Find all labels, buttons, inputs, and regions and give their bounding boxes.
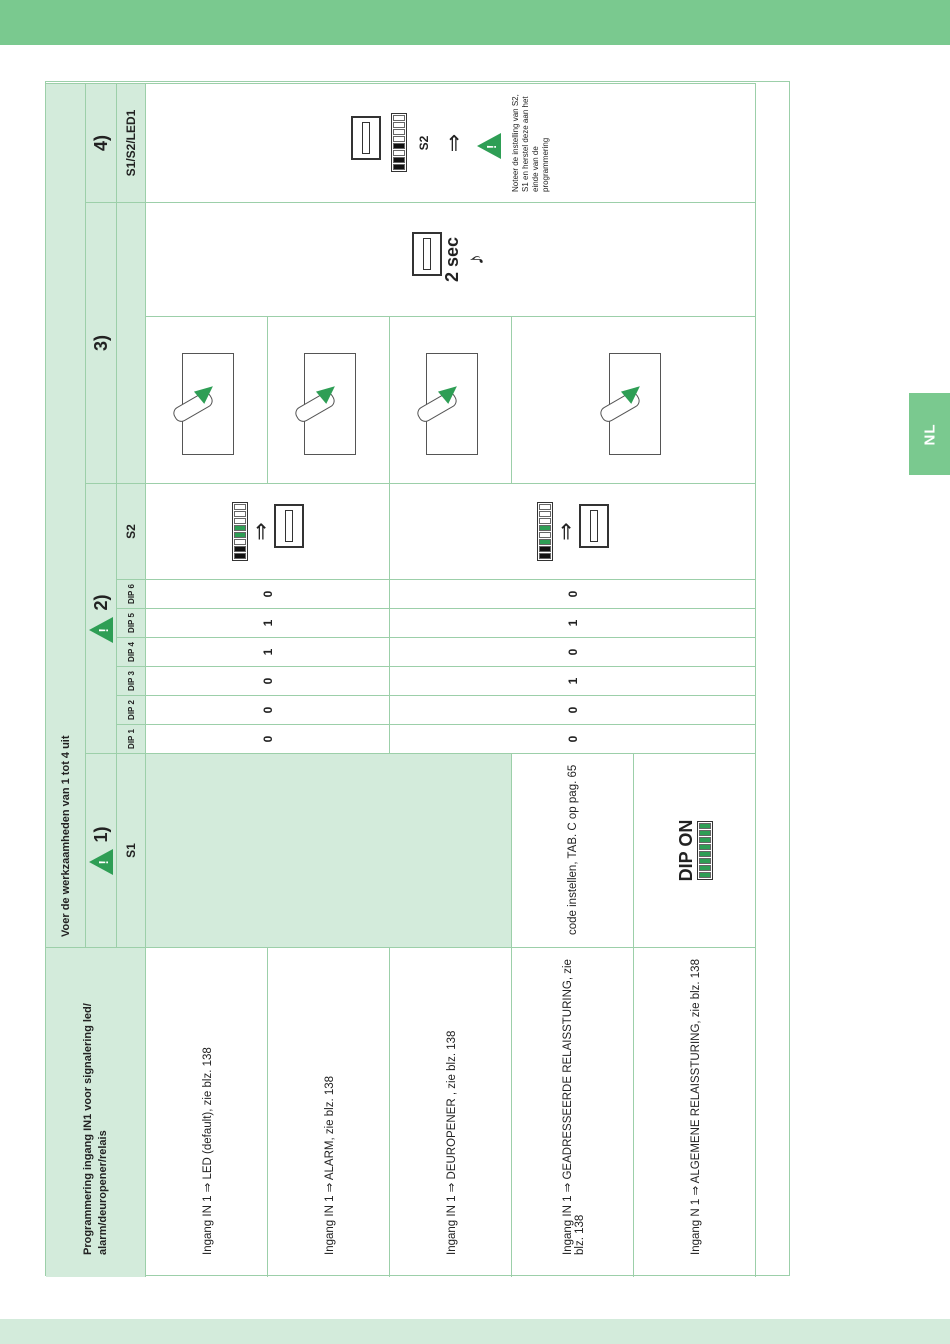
table-title: Programmering ingang IN1 voor signalerin… — [46, 947, 146, 1277]
col-dip2: DIP 2 — [117, 695, 146, 724]
press-button-illustration — [146, 316, 268, 483]
led-blink-icon — [273, 504, 304, 549]
dip-value: 0 — [390, 695, 756, 724]
s1-empty — [146, 753, 512, 947]
dip-switch — [231, 502, 248, 561]
step4-cell: S2 ⇒ Noteer de instelling van S2, S1 en … — [146, 83, 756, 202]
dip-on-label: DIP ON — [676, 819, 696, 882]
arrow-icon: ⇒ — [552, 522, 578, 541]
dip-switch — [536, 502, 553, 561]
step3-header: 3) — [86, 202, 117, 483]
dip-value: 0 — [146, 695, 390, 724]
col-dip3: DIP 3 — [117, 666, 146, 695]
s2-setting-b: ⇒ — [390, 483, 756, 579]
col-s2: S2 — [117, 483, 146, 579]
col-dip5: DIP 5 — [117, 608, 146, 637]
dip-value: 0 — [390, 579, 756, 608]
led-timer-cell: 2 sec ♪ — [146, 202, 756, 316]
language-tab: NL — [909, 393, 950, 475]
bottom-footer-bar — [0, 1319, 950, 1344]
warning-icon — [89, 616, 113, 643]
rotated-table: Programmering ingang IN1 voor signalerin… — [46, 82, 791, 1277]
warning-icon — [89, 848, 113, 875]
s1-dip-on: DIP ON — [634, 753, 756, 947]
timer-label: 2 sec — [442, 236, 462, 283]
press-button-illustration — [512, 316, 756, 483]
beep-icon: ♪ — [463, 254, 488, 265]
note-text: Noteer de instelling van S2, S1 en herst… — [510, 94, 550, 192]
dip-value: 1 — [146, 637, 390, 666]
top-header-bar — [0, 0, 950, 45]
row-label: Ingang IN 1 ⇒ ALARM, zie blz. 138 — [268, 947, 390, 1277]
row-label: Ingang IN 1 ⇒ LED (default), zie blz. 13… — [146, 947, 268, 1277]
row-label: Ingang N 1 ⇒ ALGEMENE RELAISSTURING, zie… — [634, 947, 756, 1277]
arrow-icon: ⇒ — [440, 133, 466, 153]
arrow-icon: ⇒ — [247, 522, 273, 541]
led-blink-icon — [578, 504, 609, 549]
row-label: Ingang IN 1 ⇒ GEADRESSEERDE RELAISSTURIN… — [512, 947, 634, 1277]
led-icon — [350, 116, 381, 160]
language-tab-label: NL — [921, 423, 938, 445]
row-label: Ingang IN 1 ⇒ DEUROPENER , zie blz. 138 — [390, 947, 512, 1277]
dip-switch-all-on — [697, 821, 713, 880]
dip-value: 1 — [390, 608, 756, 637]
led-blink-icon — [412, 232, 442, 277]
dip-value: 0 — [146, 579, 390, 608]
programming-table-frame: Programmering ingang IN1 voor signalerin… — [45, 81, 791, 1277]
step4-header: 4) — [86, 83, 117, 202]
col-dip1: DIP 1 — [117, 724, 146, 753]
step1-header: 1) — [86, 753, 117, 947]
dip-value: 0 — [146, 666, 390, 695]
dip-switch — [390, 113, 407, 173]
programming-table: Programmering ingang IN1 voor signalerin… — [46, 82, 791, 1277]
dip-value: 0 — [146, 724, 390, 753]
col-s1s2led1: S1/S2/LED1 — [117, 83, 146, 202]
press-button-illustration — [268, 316, 390, 483]
col-s1: S1 — [117, 753, 146, 947]
s2-label: S2 — [416, 135, 431, 151]
dip-value: 0 — [390, 637, 756, 666]
s2-setting-a: ⇒ — [146, 483, 390, 579]
steps-title: Voer de werkzaamheden van 1 tot 4 uit — [46, 83, 86, 947]
dip-value: 0 — [390, 724, 756, 753]
press-button-illustration — [390, 316, 512, 483]
step2-header: 2) — [86, 483, 117, 753]
col-dip6: DIP 6 — [117, 579, 146, 608]
col-step3-blank — [117, 202, 146, 483]
s1-code-text: code instellen, TAB. C op pag. 65 — [512, 753, 634, 947]
warning-icon — [476, 133, 501, 159]
dip-value: 1 — [390, 666, 756, 695]
dip-value: 1 — [146, 608, 390, 637]
col-dip4: DIP 4 — [117, 637, 146, 666]
